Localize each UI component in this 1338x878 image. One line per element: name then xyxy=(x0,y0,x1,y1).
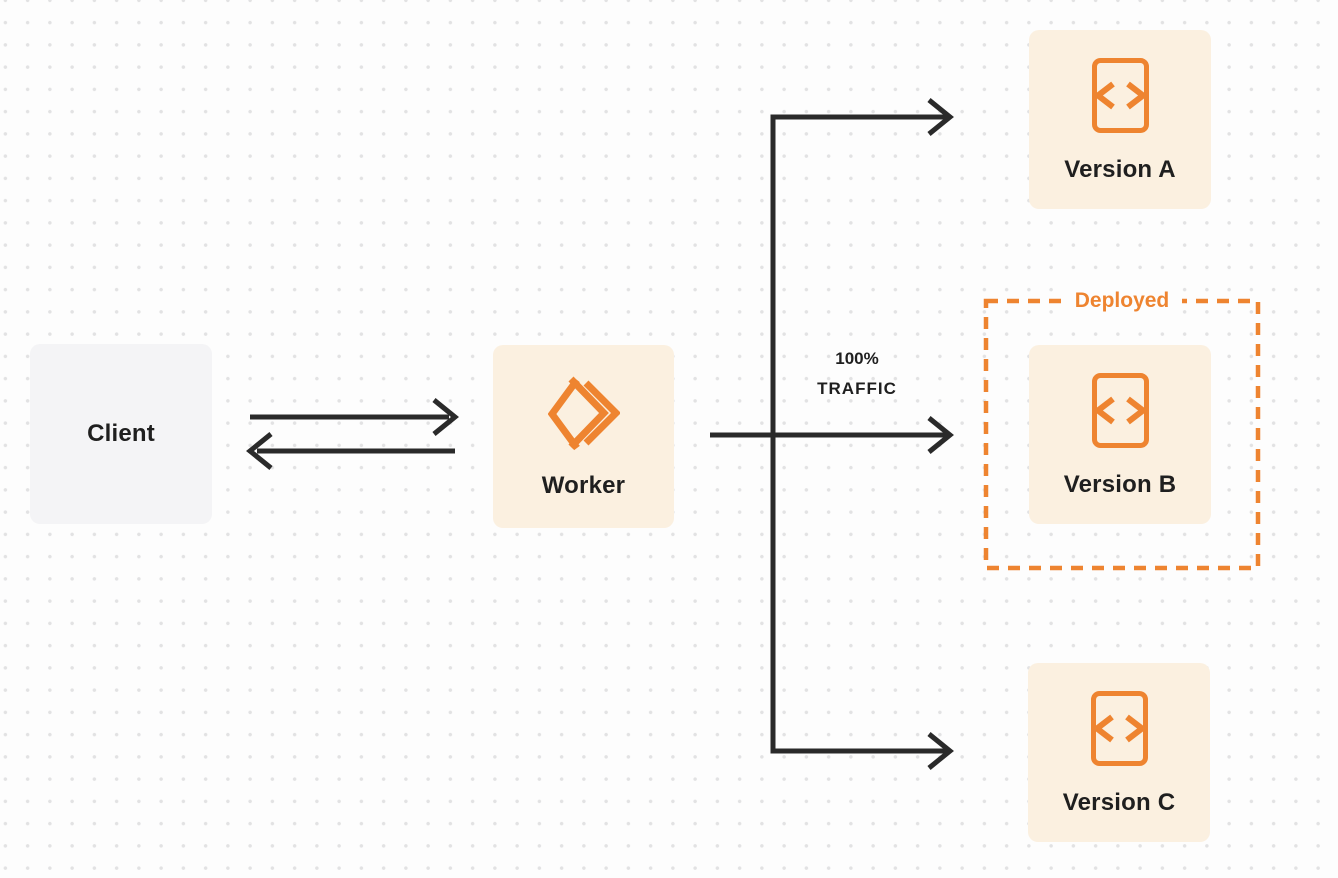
version-a-node: Version A xyxy=(1029,30,1211,209)
code-file-icon xyxy=(1090,690,1148,766)
code-file-icon xyxy=(1091,372,1149,448)
code-file-icon xyxy=(1091,57,1149,133)
client-label: Client xyxy=(87,420,155,447)
traffic-percent: 100% xyxy=(835,349,879,368)
arrowhead-version-a-icon xyxy=(927,98,954,136)
client-node: Client xyxy=(30,344,212,524)
arrowhead-version-b-icon xyxy=(927,416,954,454)
version-b-label: Version B xyxy=(1063,470,1177,498)
arrowhead-version-c-icon xyxy=(927,732,954,770)
traffic-word: TRAFFIC xyxy=(817,379,897,398)
arrowhead-left-icon xyxy=(246,432,273,470)
worker-node: Worker xyxy=(493,345,674,528)
version-c-node: Version C xyxy=(1028,663,1210,842)
cloudflare-workers-icon xyxy=(547,376,620,450)
version-c-label: Version C xyxy=(1062,788,1176,816)
worker-label: Worker xyxy=(541,471,626,499)
version-b-node: Version B xyxy=(1029,345,1211,524)
traffic-label: 100% TRAFFIC xyxy=(789,350,925,397)
arrowhead-right-icon xyxy=(432,398,459,436)
version-a-label: Version A xyxy=(1064,155,1176,183)
